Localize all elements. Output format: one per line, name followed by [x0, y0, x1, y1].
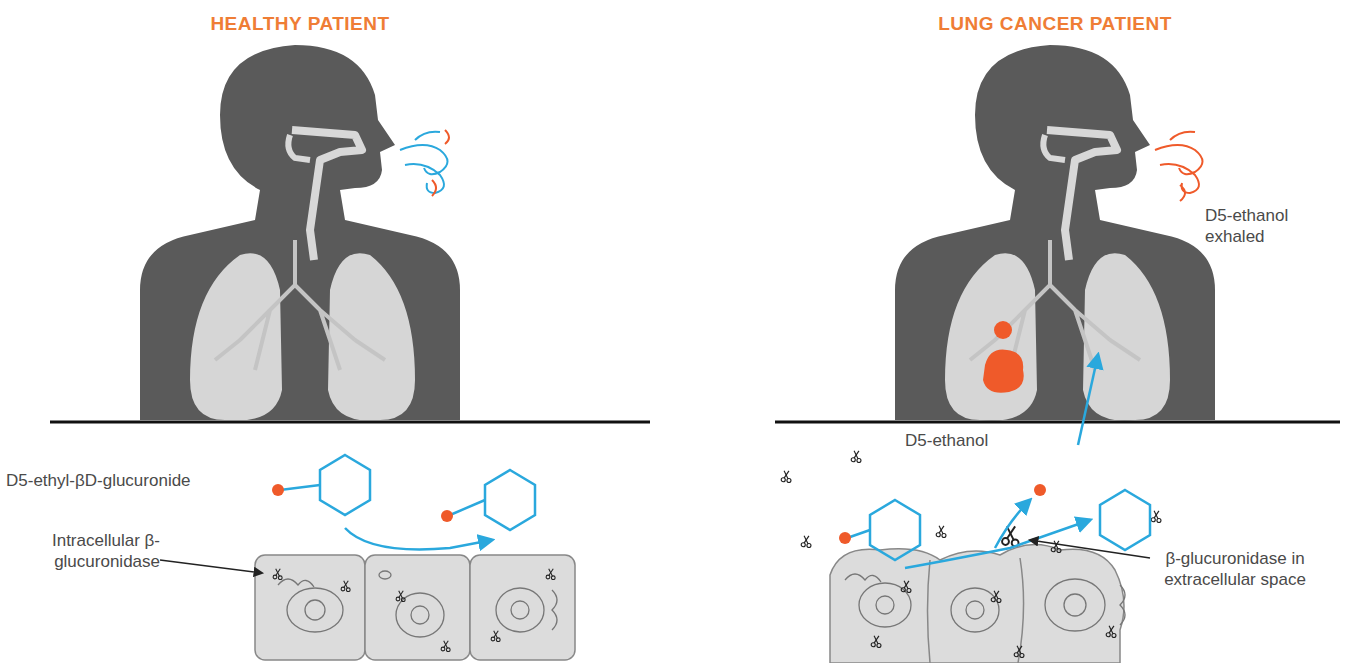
molecule-label: D5-ethyl-βD-glucuronide [6, 470, 191, 491]
molecule-label: D5-ethanol [905, 430, 988, 451]
panel-title: HEALTHY PATIENT [210, 12, 389, 36]
enzyme-label: Intracellular β-glucuronidase [20, 530, 160, 573]
panel-title: LUNG CANCER PATIENT [938, 12, 1172, 36]
enzyme-label: β-glucuronidase in extracellular space [1160, 548, 1310, 591]
exhaled-label: D5-ethanol exhaled [1205, 205, 1315, 248]
